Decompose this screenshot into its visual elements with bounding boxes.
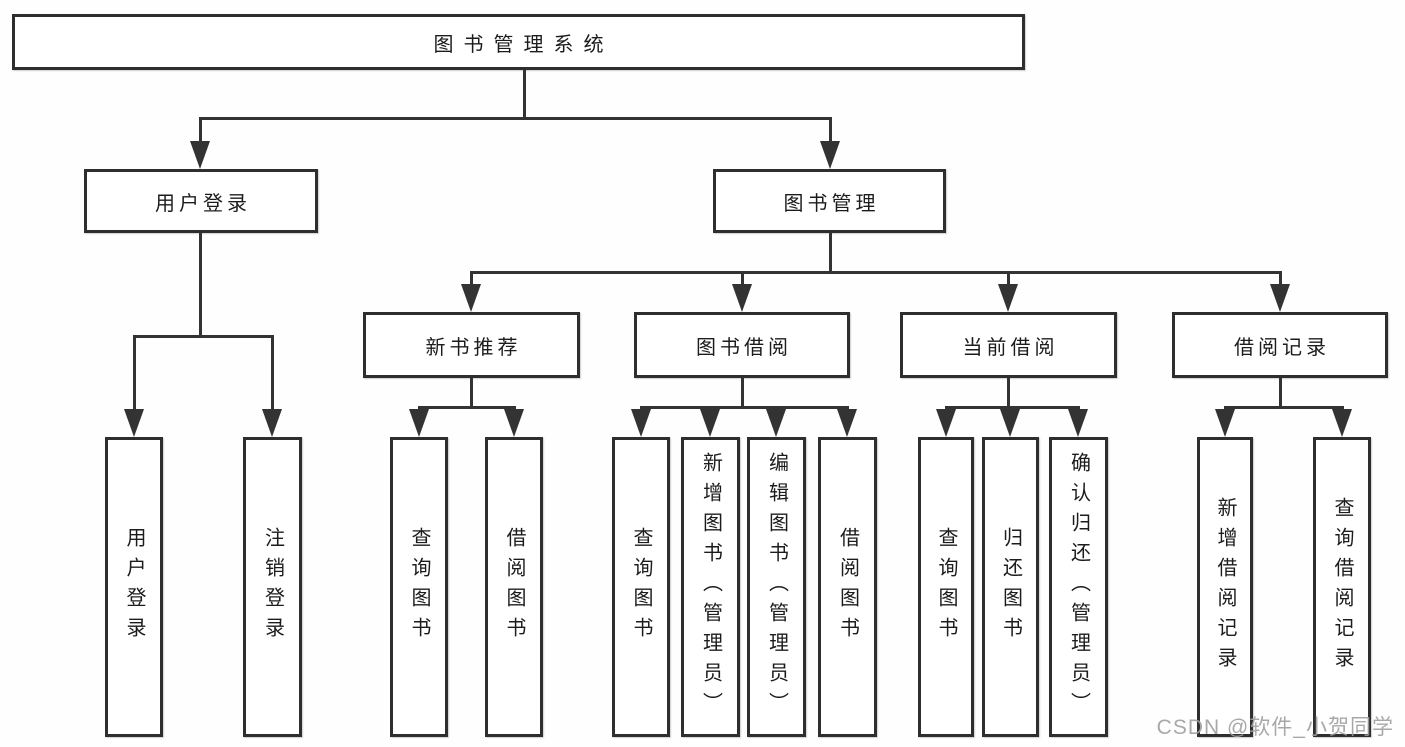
arrow-down-icon	[936, 409, 956, 437]
connector-vertical-line	[1006, 378, 1010, 409]
node-leaf-return-books: 归还图书	[982, 437, 1039, 737]
node-label-leaf-borrow-books-1: 借阅图书	[503, 527, 525, 647]
node-label-leaf-borrow-books-2: 借阅图书	[836, 527, 859, 647]
arrow-down-icon	[1332, 409, 1352, 437]
arrow-down-icon	[820, 141, 840, 169]
node-current-borrowing: 当前借阅	[900, 312, 1117, 378]
arrow-down-icon	[732, 284, 752, 312]
arrow-down-icon	[461, 284, 481, 312]
node-label-borrowing-records: 借阅记录	[1234, 336, 1330, 359]
node-leaf-query-borrow-record: 查询借阅记录	[1313, 437, 1371, 737]
arrow-shaft	[270, 336, 274, 411]
node-book-borrowing: 图书借阅	[634, 312, 850, 378]
connector-horizontal-line	[469, 270, 1282, 274]
node-label-leaf-logout: 注销登录	[261, 527, 284, 647]
connector-horizontal-line	[198, 116, 832, 120]
arrow-down-icon	[837, 409, 857, 437]
arrow-down-icon	[631, 409, 651, 437]
connector-horizontal-line	[639, 405, 849, 409]
connector-horizontal-line	[944, 405, 1080, 409]
node-leaf-add-borrow-record: 新增借阅记录	[1197, 437, 1253, 737]
node-leaf-edit-books: 编辑图书（管理员）	[747, 437, 806, 737]
arrow-shaft	[740, 272, 744, 286]
node-label-leaf-add-books: 新增图书（管理员）	[699, 452, 722, 722]
watermark: CSDN @软件_小贺同学	[1156, 716, 1394, 739]
arrow-down-icon	[504, 409, 524, 437]
node-label-leaf-query-books-1: 查询图书	[408, 527, 430, 647]
node-label-book-management: 图书管理	[783, 192, 880, 215]
arrow-down-icon	[700, 409, 720, 437]
node-label-book-borrowing: 图书借阅	[696, 336, 792, 359]
node-leaf-borrow-books-2: 借阅图书	[818, 437, 877, 737]
node-label-user-login: 用户登录	[155, 192, 251, 215]
arrow-shaft	[469, 272, 473, 286]
node-label-leaf-user-login: 用户登录	[123, 527, 145, 647]
arrow-shaft	[1278, 272, 1282, 286]
node-root: 图书管理系统	[12, 14, 1025, 70]
connector-vertical-line	[1278, 378, 1282, 409]
connector-vertical-line	[828, 233, 832, 274]
arrow-down-icon	[124, 409, 144, 437]
connector-vertical-line	[469, 378, 473, 409]
node-leaf-query-books-3: 查询图书	[918, 437, 974, 737]
arrow-down-icon	[190, 141, 210, 169]
arrow-shaft	[198, 118, 202, 143]
node-leaf-user-login: 用户登录	[105, 437, 163, 737]
arrow-down-icon	[1068, 409, 1088, 437]
arrow-down-icon	[766, 409, 786, 437]
node-leaf-logout: 注销登录	[243, 437, 302, 737]
node-label-root: 图书管理系统	[433, 33, 614, 56]
arrow-shaft	[132, 336, 136, 411]
node-label-leaf-add-borrow-record: 新增借阅记录	[1214, 497, 1236, 677]
node-leaf-add-books: 新增图书（管理员）	[681, 437, 740, 737]
node-borrowing-records: 借阅记录	[1172, 312, 1388, 378]
node-label-leaf-edit-books: 编辑图书（管理员）	[765, 452, 788, 722]
arrow-down-icon	[998, 284, 1018, 312]
connector-vertical-line	[198, 233, 202, 338]
node-label-leaf-return-books: 归还图书	[999, 527, 1022, 647]
connector-horizontal-line	[417, 405, 516, 409]
node-user-login: 用户登录	[84, 169, 318, 233]
arrow-down-icon	[262, 409, 282, 437]
connector-vertical-line	[740, 378, 744, 409]
arrow-shaft	[828, 118, 832, 143]
node-label-new-book-recommend: 新书推荐	[425, 336, 522, 359]
node-label-current-borrowing: 当前借阅	[962, 336, 1059, 359]
node-leaf-query-books-1: 查询图书	[390, 437, 448, 737]
node-leaf-confirm-return: 确认归还（管理员）	[1049, 437, 1108, 737]
arrow-down-icon	[1215, 409, 1235, 437]
node-label-leaf-query-books-3: 查询图书	[935, 527, 957, 647]
node-label-leaf-confirm-return: 确认归还（管理员）	[1067, 452, 1090, 722]
node-book-management: 图书管理	[713, 169, 946, 233]
node-label-leaf-query-books-2: 查询图书	[630, 527, 652, 647]
node-leaf-query-books-2: 查询图书	[612, 437, 670, 737]
arrow-down-icon	[409, 409, 429, 437]
connector-vertical-line	[522, 70, 526, 120]
connector-horizontal-line	[132, 334, 274, 338]
node-label-leaf-query-borrow-record: 查询借阅记录	[1331, 497, 1353, 677]
connector-horizontal-line	[1223, 405, 1344, 409]
node-leaf-borrow-books-1: 借阅图书	[485, 437, 543, 737]
arrow-down-icon	[1000, 409, 1020, 437]
arrow-shaft	[1006, 272, 1010, 286]
node-new-book-recommend: 新书推荐	[363, 312, 580, 378]
arrow-down-icon	[1270, 284, 1290, 312]
